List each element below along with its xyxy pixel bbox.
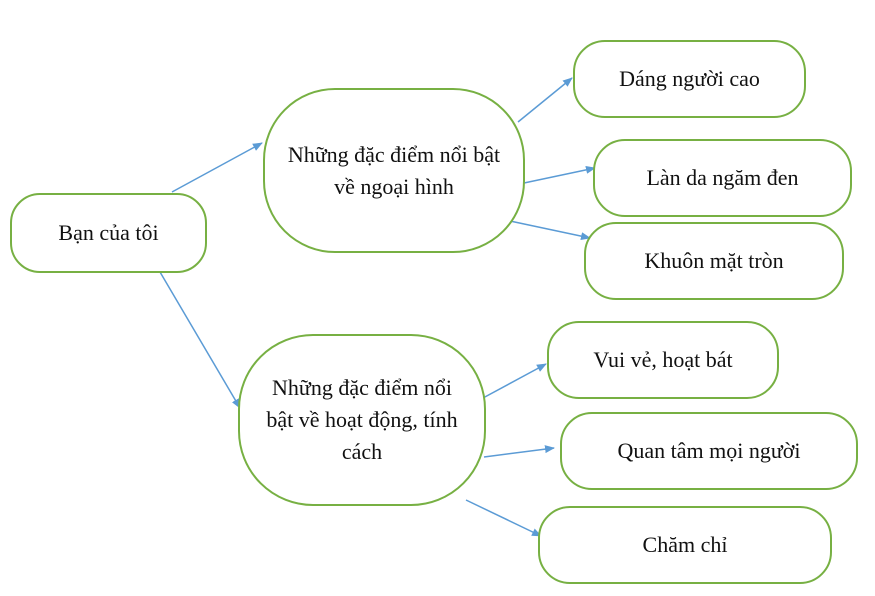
personality-item-2: Quan tâm mọi người [560, 412, 858, 490]
personality-node: Những đặc điểm nổi bật về hoạt động, tín… [238, 334, 486, 506]
arrow-personality-to-item-3 [465, 499, 542, 537]
appearance-item-1: Dáng người cao [573, 40, 806, 118]
personality-item-1-label: Vui vẻ, hoạt bát [593, 347, 733, 372]
personality-item-3: Chăm chỉ [538, 506, 832, 584]
arrow-root-to-personality [159, 271, 241, 409]
root-node: Bạn của tôi [10, 193, 207, 273]
appearance-item-3-label: Khuôn mặt tròn [644, 248, 784, 273]
appearance-item-1-label: Dáng người cao [619, 66, 760, 91]
personality-node-label: Những đặc điểm nổi bật về hoạt động, tín… [266, 375, 458, 464]
arrow-appearance-to-item-1 [517, 77, 573, 123]
arrow-personality-to-item-1 [482, 363, 547, 399]
personality-item-2-label: Quan tâm mọi người [617, 438, 801, 463]
arrow-appearance-to-item-2 [523, 165, 596, 184]
root-node-label: Bạn của tôi [58, 220, 159, 245]
appearance-item-2: Làn da ngăm đen [593, 139, 852, 217]
arrow-appearance-to-item-3 [509, 220, 591, 241]
appearance-node-label: Những đặc điểm nổi bật về ngoại hình [287, 141, 501, 199]
personality-item-1: Vui vẻ, hoạt bát [547, 321, 779, 399]
arrow-root-to-appearance [171, 142, 263, 193]
appearance-item-3: Khuôn mặt tròn [584, 222, 844, 300]
arrow-personality-to-item-2 [483, 445, 555, 458]
appearance-node: Những đặc điểm nổi bật về ngoại hình [263, 88, 525, 253]
personality-item-3-label: Chăm chỉ [642, 532, 728, 557]
appearance-item-2-label: Làn da ngăm đen [646, 165, 799, 190]
